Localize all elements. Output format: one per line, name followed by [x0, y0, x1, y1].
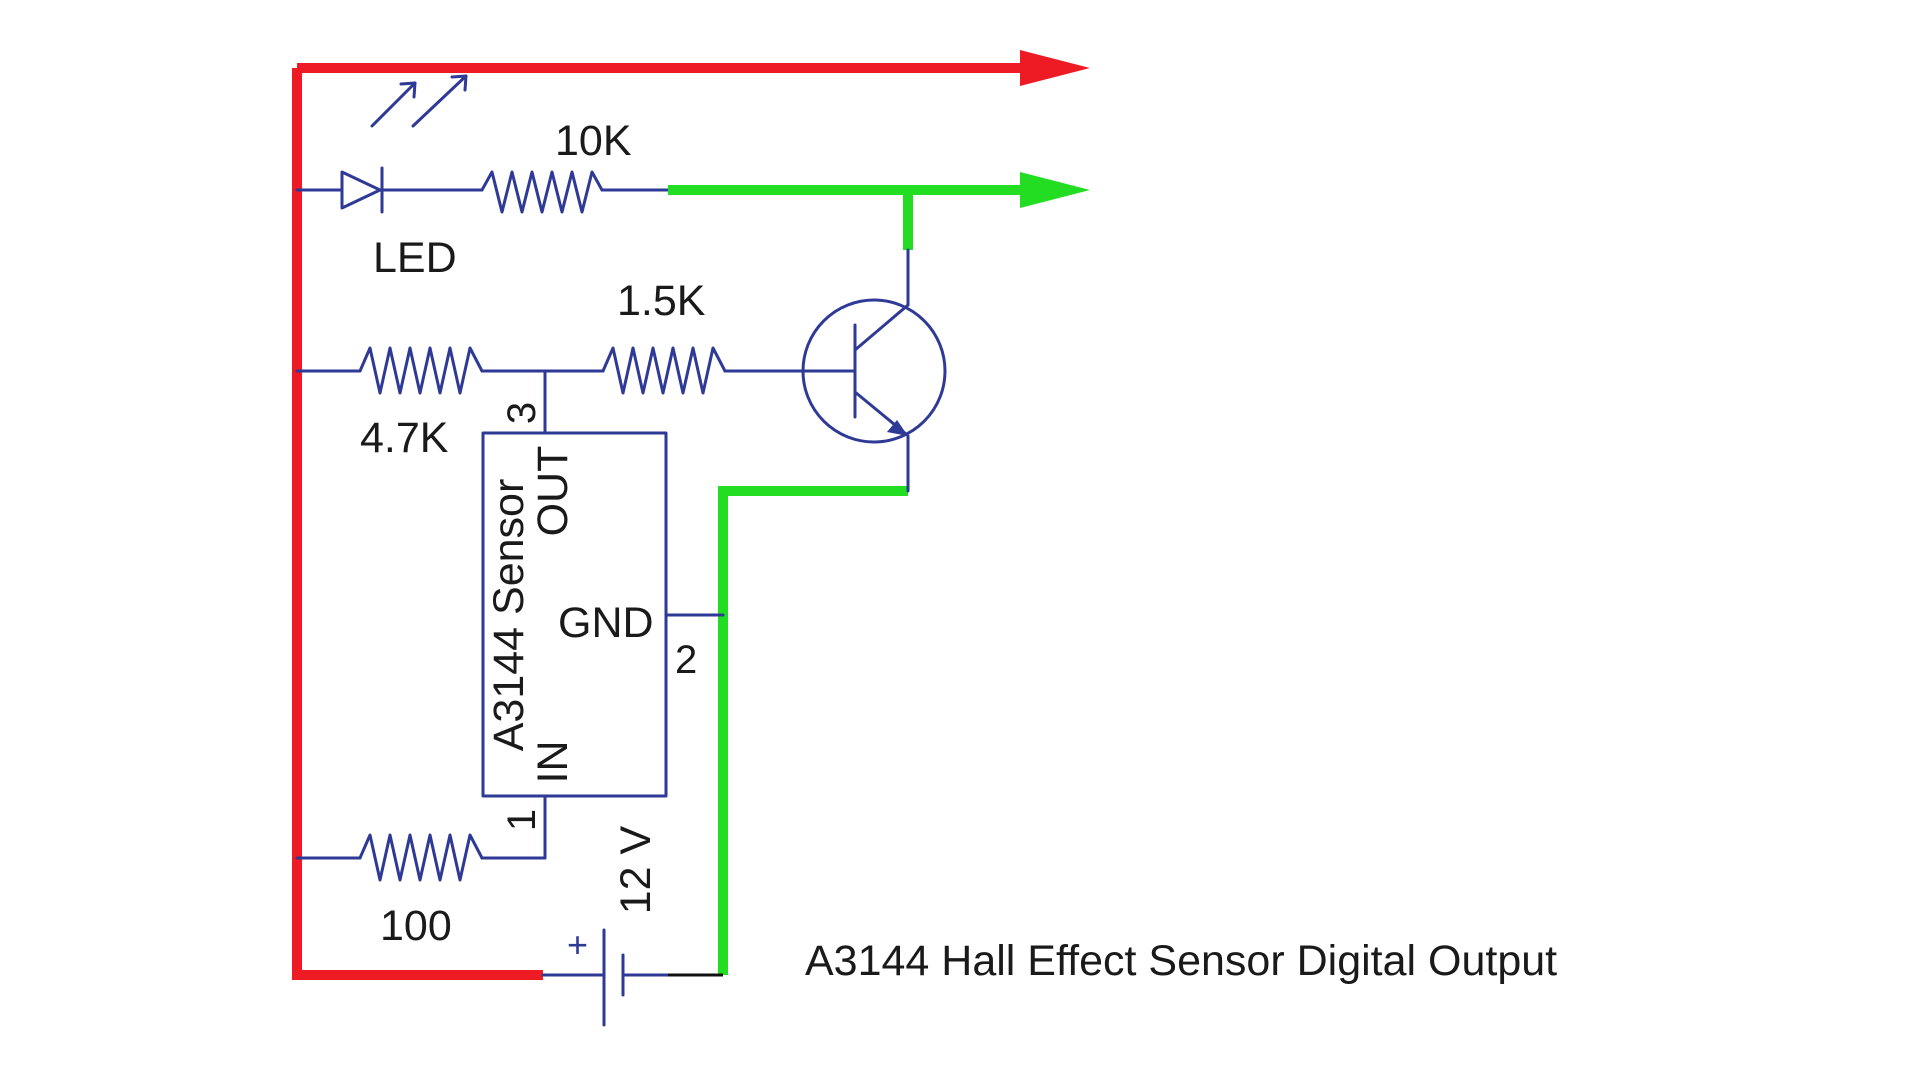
label-out: OUT: [529, 446, 577, 537]
sensor-chip: [481, 431, 725, 860]
resistor-10k: [480, 170, 604, 214]
led-light-arrows-icon: [370, 74, 468, 128]
resistor-1-5k: [601, 346, 727, 395]
label-10k: 10K: [555, 117, 632, 165]
pullup-branch: [295, 346, 605, 435]
resistor-100: [358, 833, 484, 882]
label-battery-plus: +: [567, 924, 588, 965]
label-pin1: 1: [500, 809, 544, 831]
label-pin3: 3: [500, 402, 544, 424]
resistor-4-7k: [358, 346, 484, 395]
label-100: 100: [380, 902, 452, 950]
battery-symbol: [541, 928, 723, 1027]
label-pin2: 2: [675, 638, 697, 682]
label-battery-voltage: 12 V: [612, 825, 660, 914]
output-line: [668, 172, 1090, 975]
base-resistor-branch: [601, 346, 857, 395]
label-led: LED: [373, 234, 457, 282]
diagram-title: A3144 Hall Effect Sensor Digital Output: [805, 937, 1557, 985]
label-gnd: GND: [558, 599, 654, 647]
label-4-7k: 4.7K: [360, 414, 449, 462]
npn-transistor: [801, 248, 947, 493]
led-branch: [295, 74, 670, 214]
label-sensor-name: A3144 Sensor: [485, 479, 533, 752]
label-in: IN: [529, 741, 577, 784]
input-resistor-branch: [295, 833, 547, 882]
label-1-5k: 1.5K: [617, 277, 706, 325]
led-symbol: [340, 166, 384, 214]
